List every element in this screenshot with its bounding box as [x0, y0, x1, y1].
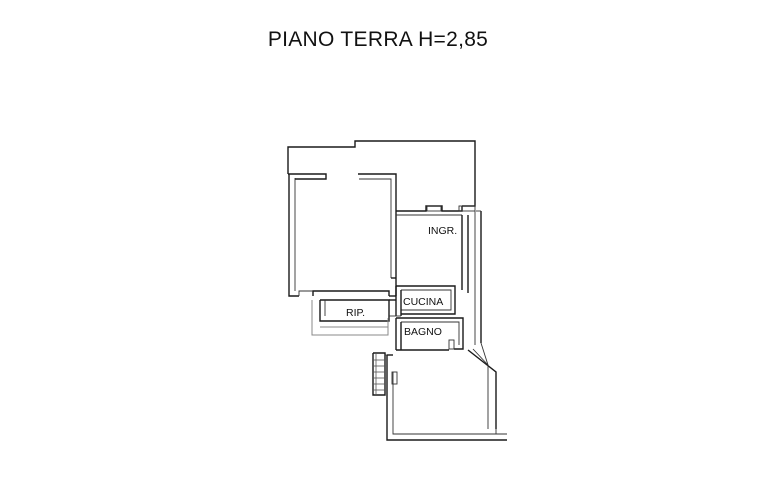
page-title-text: PIANO TERRA H=2,85	[267, 28, 489, 51]
room-left-main	[288, 173, 397, 297]
room-ingresso: INGR.	[396, 205, 482, 345]
room-cucina: CUCINA	[395, 285, 456, 316]
room-lower	[386, 342, 507, 441]
room-bagno: BAGNO	[395, 317, 464, 351]
staircase	[372, 352, 387, 396]
page-title: PIANO TERRA H=2,85	[0, 28, 764, 52]
room-label-ripostiglio: RIP.	[346, 307, 365, 319]
room-label-ingresso: INGR.	[428, 225, 457, 237]
room-ripostiglio: RIP.	[311, 299, 401, 336]
room-label-bagno: BAGNO	[404, 326, 442, 338]
room-label-cucina: CUCINA	[403, 296, 443, 308]
